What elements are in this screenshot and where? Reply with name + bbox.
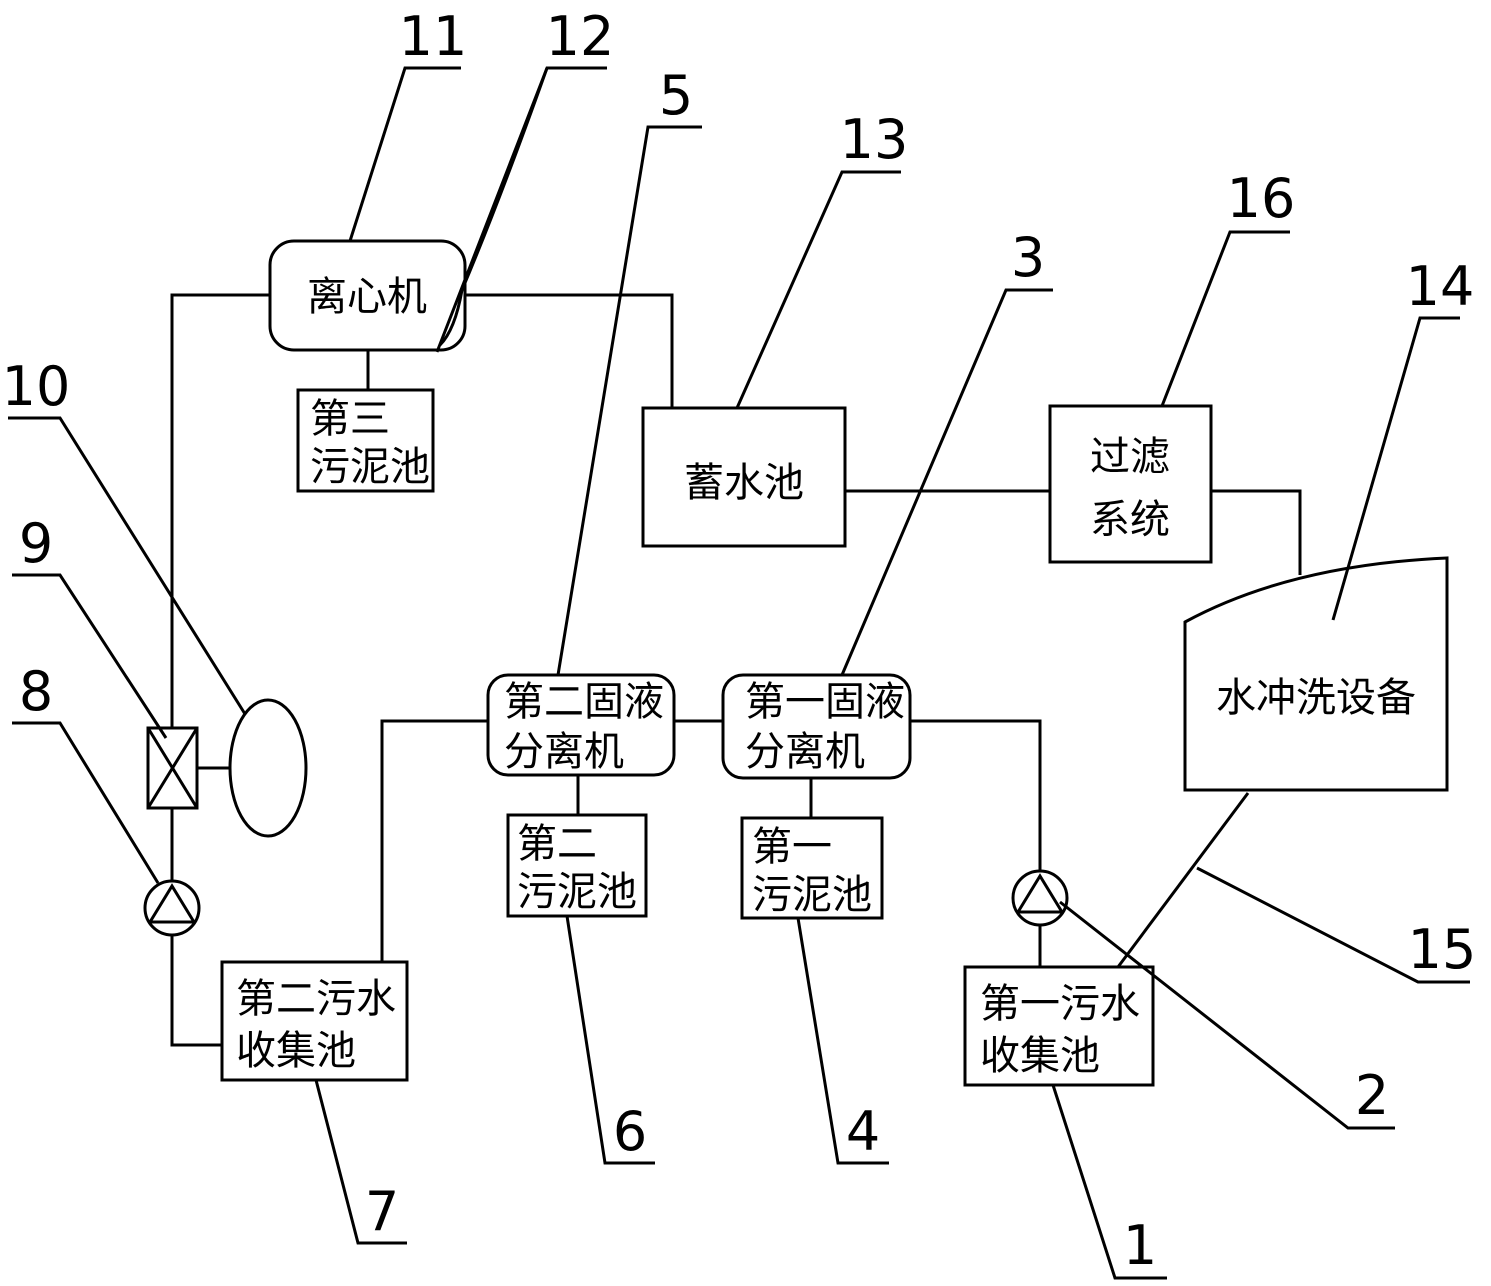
second-sludge-tank: 第二 污泥池 (506, 813, 648, 918)
separator1-pump-pipe (910, 719, 1042, 872)
reservoir-label: 蓄水池 (684, 460, 804, 506)
centrifuge: 离心机 (268, 239, 467, 352)
tank-10-icon (228, 698, 308, 838)
first-sludge-tank-label-2: 污泥池 (752, 872, 872, 918)
second-separator-label-2: 分离机 (504, 729, 624, 775)
centrifuge-label: 离心机 (307, 274, 427, 320)
third-sludge-tank-label-2: 污泥池 (310, 444, 430, 490)
reference-numbers: 11 12 5 13 3 16 14 10 9 8 15 2 1 4 6 7 (2, 5, 1477, 1277)
ref-number-12: 12 (546, 5, 615, 68)
second-separator: 第二固液 分离机 (486, 673, 676, 777)
ref-number-6: 6 (613, 1100, 647, 1163)
second-collection-tank-label-2: 收集池 (236, 1028, 356, 1074)
collect2-separator2-pipe (380, 719, 488, 962)
ref-number-2: 2 (1355, 1064, 1389, 1127)
first-sludge-tank: 第一 污泥池 (740, 816, 884, 920)
third-sludge-tank: 第三 污泥池 (296, 388, 435, 493)
ref-number-9: 9 (19, 512, 53, 575)
ref-number-14: 14 (1406, 255, 1475, 318)
ref-number-10: 10 (2, 355, 71, 418)
ref-number-15: 15 (1408, 918, 1477, 981)
ref-number-11: 11 (399, 5, 468, 68)
pump-2-icon (1011, 869, 1069, 927)
second-separator-label-1: 第二固液 (504, 679, 664, 725)
second-collection-tank-label-1: 第二污水 (236, 976, 396, 1022)
first-collection-tank-label-2: 收集池 (980, 1033, 1100, 1079)
first-sludge-tank-label-1: 第一 (752, 824, 832, 870)
pipelines (170, 293, 1302, 1047)
left-pipe-bottom (170, 935, 222, 1047)
filter-system-label-1: 过滤 (1090, 434, 1170, 480)
first-collection-tank-label-1: 第一污水 (980, 981, 1140, 1027)
second-sludge-tank-label-2: 污泥池 (517, 869, 637, 915)
filter-flush-pipe (1211, 489, 1302, 575)
first-separator: 第一固液 分离机 (721, 673, 912, 780)
flushing-equipment: 水冲洗设备 (1183, 556, 1449, 792)
ref-number-7: 7 (365, 1180, 399, 1243)
second-collection-tank: 第二污水 收集池 (220, 960, 409, 1082)
leader-lines (8, 66, 1470, 1280)
ref-number-13: 13 (840, 108, 909, 171)
first-separator-label-1: 第一固液 (745, 679, 905, 725)
reservoir: 蓄水池 (641, 406, 847, 548)
pump-8-icon (143, 879, 201, 937)
first-separator-label-2: 分离机 (745, 729, 865, 775)
first-collection-tank: 第一污水 收集池 (963, 965, 1155, 1087)
filter-system-label-2: 系统 (1090, 497, 1170, 543)
third-sludge-tank-label-1: 第三 (310, 396, 390, 442)
valve-icon (146, 726, 199, 810)
ref-number-3: 3 (1011, 226, 1045, 289)
ref-number-16: 16 (1227, 167, 1296, 230)
ref-number-8: 8 (19, 660, 53, 723)
filter-system: 过滤 系统 (1048, 404, 1213, 564)
ref-number-1: 1 (1123, 1214, 1157, 1277)
second-sludge-tank-label-1: 第二 (517, 821, 597, 867)
flushing-equipment-label: 水冲洗设备 (1216, 675, 1416, 721)
ref-number-5: 5 (659, 64, 693, 127)
centrifuge-reservoir-pipe (465, 293, 674, 408)
ref-number-4: 4 (846, 1100, 880, 1163)
left-pipe-top (170, 293, 270, 728)
